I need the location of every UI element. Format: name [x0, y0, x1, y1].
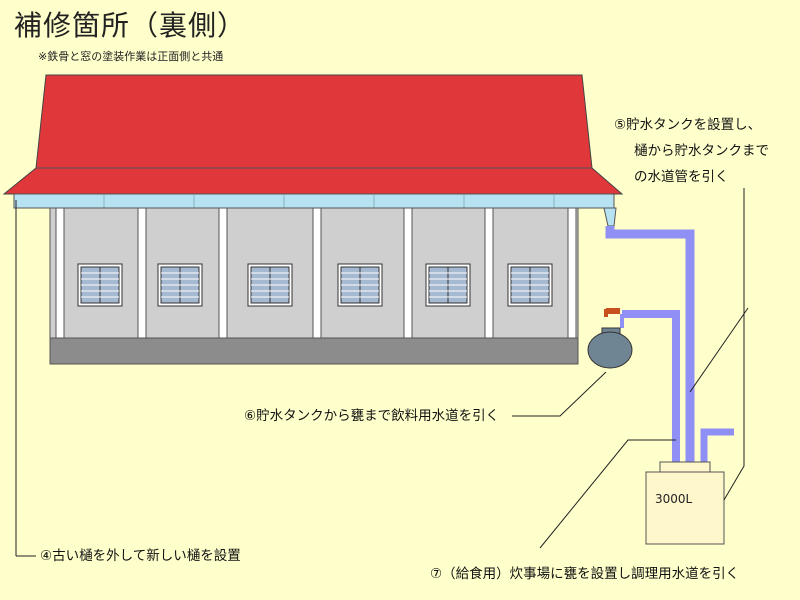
leader-line-7 [539, 439, 676, 549]
pipe-tank-to-jar [622, 310, 680, 464]
faucet [604, 308, 620, 317]
window [247, 263, 293, 307]
page-title: 補修箇所（裏側） [14, 9, 247, 42]
pipe-tank-to-kitchen [700, 428, 734, 464]
window [157, 263, 203, 307]
page-subtitle: ※鉄骨と窓の塗装作業は正面側と共通 [38, 50, 224, 63]
water-tank: 3000L [645, 461, 725, 545]
downspout [603, 207, 617, 227]
note-6: ⑥貯水タンクから甕まで飲料用水道を引く [244, 408, 500, 424]
foundation [49, 337, 579, 365]
leader-line-5b [689, 307, 749, 393]
window [425, 263, 471, 307]
note-5-line-1: ⑤貯水タンクを設置し、 [614, 117, 762, 133]
note-5-line-3: の水道管を引く [634, 169, 729, 185]
note-4: ④古い樋を外して新しい樋を設置 [40, 548, 241, 564]
note-5-line-2: 樋から貯水タンクまで [634, 143, 769, 159]
window [337, 263, 383, 307]
window [507, 263, 553, 307]
pipe-gutter-to-tank [605, 226, 695, 464]
water-jar [587, 327, 633, 369]
tank-capacity-label: 3000L [655, 492, 693, 506]
roof [2, 74, 624, 195]
note-7: ⑦（給食用）炊事場に甕を設置し調理用水道を引く [430, 566, 740, 582]
leader-line-5 [723, 188, 745, 501]
windows [77, 263, 553, 307]
note-5: ⑤貯水タンクを設置し、 樋から貯水タンクまで の水道管を引く [614, 112, 769, 190]
leader-line-6 [512, 371, 607, 417]
window [77, 263, 123, 307]
